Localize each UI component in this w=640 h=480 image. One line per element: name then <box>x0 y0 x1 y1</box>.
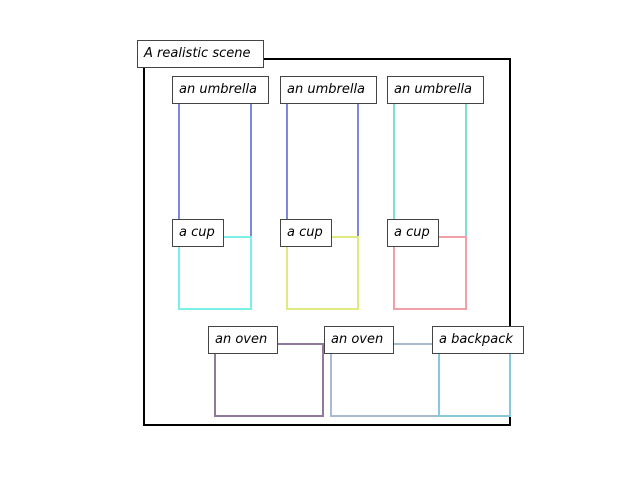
cup-box-1 <box>178 236 252 310</box>
cup-box-2 <box>286 236 359 310</box>
umbrella-label-3: an umbrella <box>387 76 484 104</box>
oven-label-2: an oven <box>324 326 394 354</box>
umbrella-box-2 <box>286 89 359 238</box>
oven-box-1 <box>214 343 324 417</box>
backpack-label: a backpack <box>432 326 524 354</box>
cup-box-3 <box>393 236 467 310</box>
backpack-box <box>438 343 511 417</box>
umbrella-box-3 <box>393 89 467 238</box>
oven-label-1: an oven <box>208 326 278 354</box>
umbrella-label-2: an umbrella <box>280 76 377 104</box>
umbrella-label-1: an umbrella <box>172 76 269 104</box>
cup-label-2: a cup <box>280 219 332 247</box>
scene-frame <box>143 58 511 426</box>
cup-label-3: a cup <box>387 219 439 247</box>
umbrella-box-1 <box>178 89 252 238</box>
cup-label-1: a cup <box>172 219 224 247</box>
scene-title: A realistic scene <box>137 40 264 68</box>
